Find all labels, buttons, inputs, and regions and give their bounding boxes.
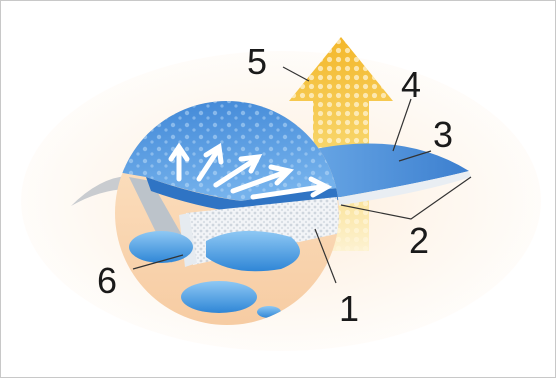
callout-4: 4 xyxy=(401,64,421,105)
callout-6: 6 xyxy=(97,260,117,301)
callout-2: 2 xyxy=(409,220,429,261)
callout-3: 3 xyxy=(433,114,453,155)
callout-5: 5 xyxy=(247,41,267,82)
callout-1: 1 xyxy=(339,288,359,329)
